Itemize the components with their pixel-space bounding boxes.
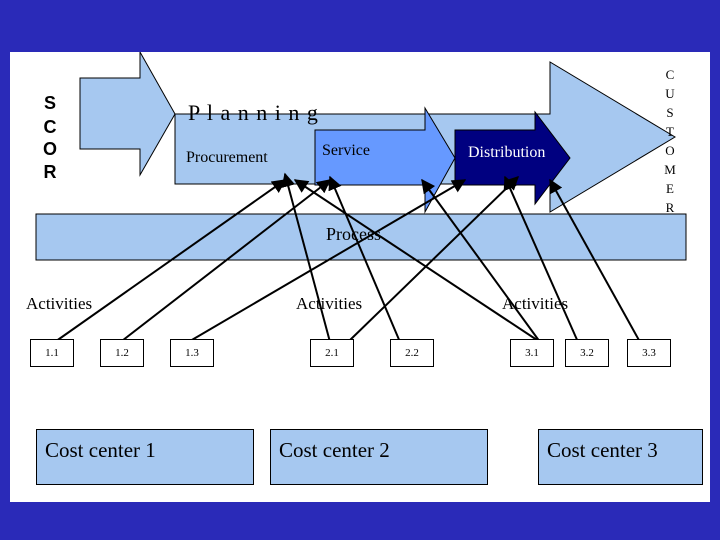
arrow-3-3 (549, 178, 641, 343)
activity-box: 3.1 (510, 339, 554, 367)
arrow-1-2 (117, 179, 332, 345)
customer-letter: R (665, 200, 675, 215)
diagram-canvas (35, 52, 687, 345)
scor-arrow (79, 52, 176, 177)
customer-letter: M (664, 162, 676, 177)
arrow-1-1 (51, 179, 287, 345)
procurement-label: Procurement (186, 149, 268, 166)
distribution-label: Distribution (468, 144, 546, 161)
customer-letter: E (666, 181, 674, 196)
activity-box: 1.3 (170, 339, 214, 367)
customer-letter: S (666, 105, 674, 120)
cost-center-1: Cost center 1 (36, 429, 254, 485)
activity-box: 1.2 (100, 339, 144, 367)
arrow-2-1b (347, 176, 520, 343)
slide-canvas: S C O R C U S T O M E R P l a n n i n g … (10, 52, 710, 502)
connector-arrows (51, 172, 641, 345)
arrow-3-2 (503, 175, 579, 343)
arrow-1-3 (184, 179, 467, 345)
planning-label: P l a n n i n g (188, 100, 319, 125)
activities-label: Activities (502, 294, 569, 313)
customer-letter: O (665, 143, 675, 158)
activity-box: 3.3 (627, 339, 671, 367)
activities-label: Activities (296, 294, 363, 313)
customer-letter: T (666, 124, 674, 139)
customer-letter: C (665, 67, 675, 82)
arrow-2-1 (281, 172, 331, 343)
process-label: Process (326, 224, 381, 244)
activity-box: 1.1 (30, 339, 74, 367)
scor-letter: C (43, 117, 57, 137)
arrow-3-1b (421, 178, 541, 343)
arrow-2-2 (328, 175, 401, 343)
activity-box: 2.2 (390, 339, 434, 367)
scor-letter: R (43, 162, 57, 182)
cost-center-2: Cost center 2 (270, 429, 488, 485)
scor-letter: S (43, 93, 56, 113)
service-label: Service (322, 142, 370, 159)
scor-letter: O (42, 139, 57, 159)
activity-box: 3.2 (565, 339, 609, 367)
activity-box: 2.1 (310, 339, 354, 367)
arrow-3-1 (293, 179, 541, 343)
activities-label: Activities (26, 294, 93, 313)
cost-center-3: Cost center 3 (538, 429, 703, 485)
customer-letter: U (665, 86, 675, 101)
